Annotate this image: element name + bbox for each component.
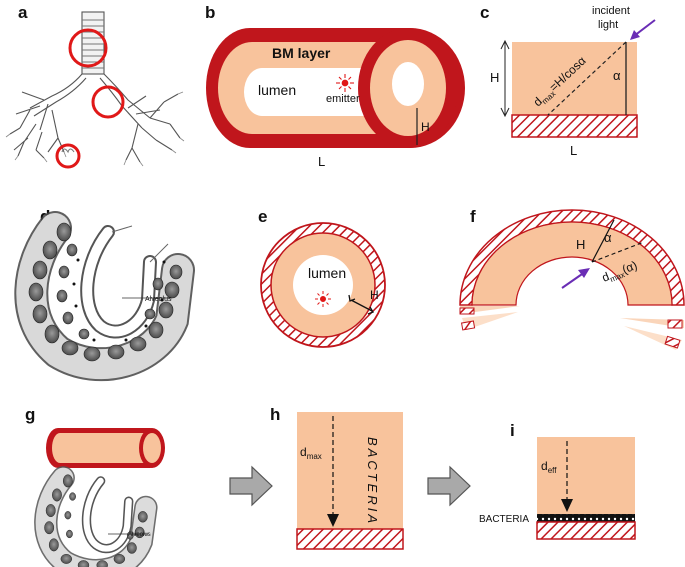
panel-label-c: c <box>480 3 489 22</box>
e-H-label: H <box>370 288 379 302</box>
alveolus-drawing-d <box>14 211 195 382</box>
cylinder-lumen <box>244 68 376 116</box>
c-incident-label-1: incident <box>592 5 630 17</box>
panel-label-h: h <box>270 405 280 424</box>
c-tissue-slab <box>512 42 637 115</box>
f-tissue-arc <box>471 221 673 306</box>
h-dmax-label: dmax <box>300 445 322 461</box>
panel-b: b H BM layer lumen emitter L <box>205 3 465 169</box>
b-bm-layer-label: BM layer <box>272 45 331 61</box>
f-dmax-path <box>591 241 645 263</box>
g-cylinder-end <box>143 433 161 463</box>
emitter-icon-e <box>315 291 331 307</box>
f-normal-line <box>591 219 615 263</box>
e-lumen <box>293 255 353 315</box>
e-H-arrow <box>350 299 373 312</box>
f-dmax-label: dmax(α) <box>600 258 640 287</box>
panel-a: a <box>5 3 185 169</box>
panel-c: c H α dmax=H/cosα incident light L <box>480 3 656 158</box>
panel-label-i: i <box>510 421 515 440</box>
h-tissue-slab <box>297 412 403 529</box>
h-bm-hatched-layer <box>296 528 404 550</box>
i-deff-label: deff <box>541 459 557 475</box>
panel-label-e: e <box>258 207 267 226</box>
alveolus-drawing-g <box>34 466 158 567</box>
panel-f: f H α dmax(α) <box>459 207 685 350</box>
highlight-circle-bronchus <box>91 85 125 119</box>
highlight-circle-alveolus <box>55 143 81 169</box>
i-bacteria-layer <box>537 514 635 522</box>
cylinder-end-lumen <box>392 62 424 106</box>
g-cylinder-tissue <box>52 433 148 463</box>
panel-d: d <box>14 207 195 382</box>
panel-label-a: a <box>18 3 28 22</box>
c-H-label: H <box>490 70 499 85</box>
b-lumen-label: lumen <box>258 82 296 98</box>
panel-g: g Alveolus <box>25 405 165 567</box>
b-emitter-label: emitter <box>326 93 360 105</box>
f-incident-arrow <box>561 271 586 289</box>
emitter-icon-b <box>336 74 354 92</box>
c-dmax-path <box>547 41 627 116</box>
bronchial-tree-drawing <box>5 11 185 167</box>
f-alpha-label: α <box>604 230 612 245</box>
highlight-circle-trachea <box>68 28 108 68</box>
panel-label-g: g <box>25 405 35 424</box>
i-tissue-slab <box>537 437 635 514</box>
c-bm-hatched-layer <box>511 114 638 138</box>
c-incident-label-2: light <box>598 19 618 31</box>
panel-h: h dmax BACTERIA <box>270 405 404 550</box>
h-bacteria-label: BACTERIA <box>365 437 380 526</box>
panel-e: e lumen H <box>258 207 386 348</box>
flow-arrow-g-to-h <box>229 465 273 507</box>
i-bm-hatched-layer <box>536 521 636 540</box>
b-H-label: H <box>421 120 430 134</box>
c-alpha-label: α <box>613 68 621 83</box>
panel-i: i deff BACTERIA <box>479 421 636 540</box>
panel-label-f: f <box>470 207 476 226</box>
panel-label-b: b <box>205 3 215 22</box>
e-lumen-label: lumen <box>308 265 346 281</box>
f-H-label: H <box>576 237 585 252</box>
c-incident-arrow <box>633 19 656 37</box>
d-alveolus-label: Alveolus <box>145 296 172 303</box>
g-alveolus-label: Alveolus <box>128 532 151 538</box>
c-L-label: L <box>570 143 577 158</box>
flow-arrow-h-to-i <box>427 465 471 507</box>
i-bacteria-label: BACTERIA <box>479 514 529 525</box>
b-L-label: L <box>318 154 325 169</box>
